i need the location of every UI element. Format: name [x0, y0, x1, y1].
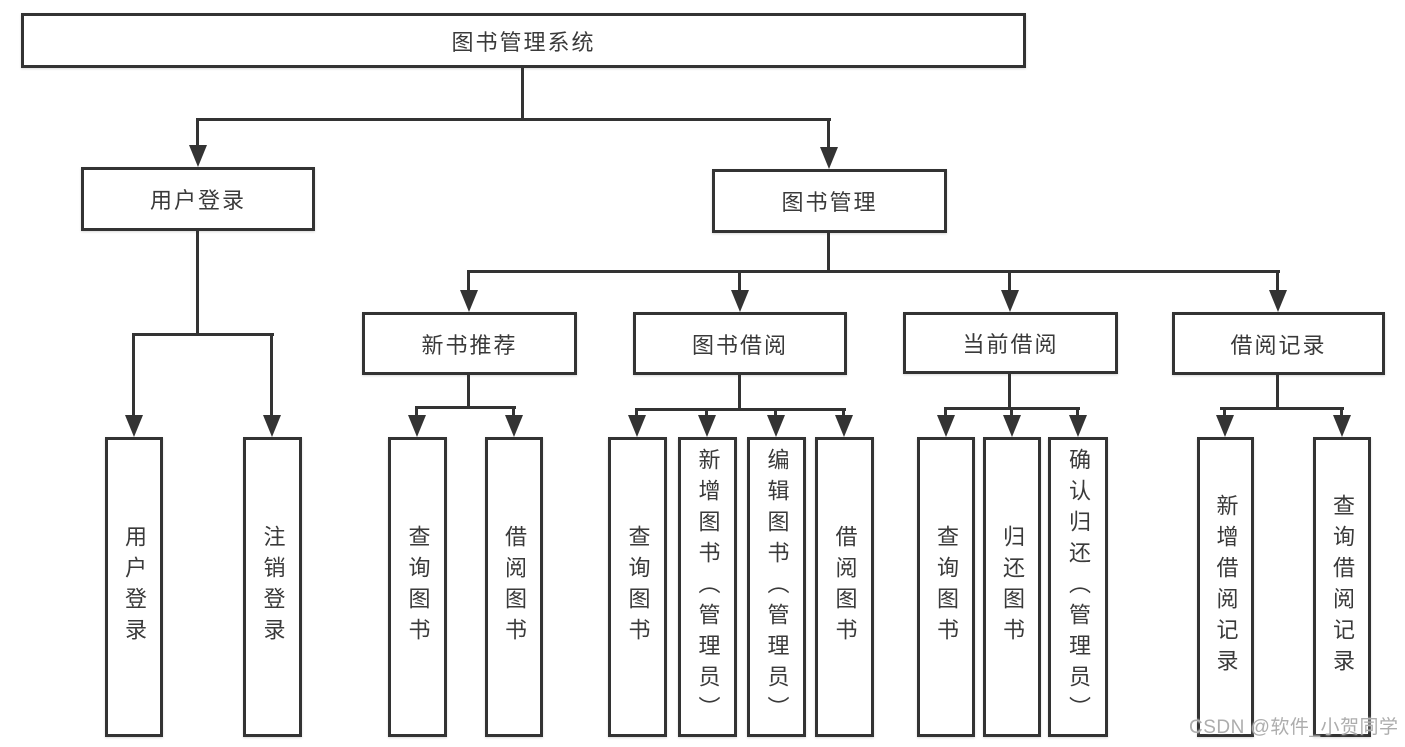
arrow-borrowing-edit — [767, 408, 785, 437]
node-book-borrowing: 图书借阅 — [633, 312, 847, 375]
arrow-current-return — [1003, 407, 1021, 437]
arrow-current-confirm-return — [1069, 407, 1087, 437]
arrow-borrowing-add — [698, 408, 716, 437]
node-current-borrowing: 当前借阅 — [903, 312, 1118, 374]
node-new-book-recommend-label: 新书推荐 — [421, 332, 518, 358]
leaf-user-login: 用户登录 — [105, 437, 163, 737]
leaf-user-login-label: 用户登录 — [122, 525, 147, 649]
arrow-records-query — [1333, 407, 1351, 437]
leaf-newbook-borrow-books-label: 借阅图书 — [502, 525, 527, 649]
node-user-login: 用户登录 — [81, 167, 315, 231]
connector-book-borrowing-rail — [635, 408, 846, 411]
leaf-current-query-books-label: 查询图书 — [934, 525, 959, 649]
node-book-management: 图书管理 — [712, 169, 947, 233]
leaf-query-borrow-record: 查询借阅记录 — [1313, 437, 1371, 737]
leaf-newbook-borrow-books: 借阅图书 — [485, 437, 543, 737]
leaf-logout-label: 注销登录 — [260, 525, 286, 649]
arrow-to-book-management — [820, 118, 838, 169]
arrow-to-borrowing-records — [1269, 270, 1287, 312]
arrow-to-leaf-logout — [263, 333, 281, 437]
node-book-borrowing-label: 图书借阅 — [691, 332, 788, 358]
leaf-borrowing-query-books: 查询图书 — [608, 437, 667, 737]
arrow-to-user-login — [189, 118, 207, 167]
node-library-management-system: 图书管理系统 — [21, 13, 1026, 68]
connector-new-book-stem — [467, 375, 470, 406]
connector-level3-rail — [467, 270, 1280, 273]
leaf-logout: 注销登录 — [243, 437, 302, 737]
leaf-current-query-books: 查询图书 — [917, 437, 975, 737]
connector-user-login-rail — [132, 333, 274, 336]
leaf-newbook-query-books-label: 查询图书 — [405, 525, 431, 649]
connector-current-borrowing-stem — [1008, 374, 1011, 407]
csdn-watermark: CSDN @软件_小贺同学 — [1189, 717, 1399, 738]
leaf-add-books-admin-label: 新增图书（管理员） — [695, 447, 721, 727]
leaf-edit-books-admin: 编辑图书（管理员） — [747, 437, 806, 737]
leaf-confirm-return-admin: 确认归还（管理员） — [1048, 437, 1108, 737]
connector-book-borrowing-stem — [738, 375, 741, 408]
connector-user-login-stem — [196, 231, 199, 333]
leaf-return-books-label: 归还图书 — [1000, 525, 1025, 649]
connector-borrowing-records-stem — [1276, 375, 1279, 407]
arrow-new-book-borrow — [505, 406, 523, 437]
leaf-add-borrow-record-label: 新增借阅记录 — [1213, 494, 1239, 680]
leaf-confirm-return-admin-label: 确认归还（管理员） — [1066, 447, 1091, 727]
leaf-borrowing-borrow-books: 借阅图书 — [815, 437, 874, 737]
node-current-borrowing-label: 当前借阅 — [962, 332, 1059, 357]
leaf-borrowing-borrow-books-label: 借阅图书 — [832, 525, 858, 649]
arrow-to-leaf-user-login — [125, 333, 143, 437]
leaf-return-books: 归还图书 — [983, 437, 1041, 737]
leaf-add-books-admin: 新增图书（管理员） — [678, 437, 737, 737]
leaf-borrowing-query-books-label: 查询图书 — [625, 525, 651, 649]
node-user-login-label: 用户登录 — [149, 188, 246, 213]
node-book-management-label: 图书管理 — [781, 190, 878, 215]
leaf-add-borrow-record: 新增借阅记录 — [1197, 437, 1254, 737]
connector-book-management-stem — [827, 233, 830, 270]
node-borrowing-records-label: 借阅记录 — [1230, 332, 1327, 358]
arrow-to-book-borrowing — [731, 270, 749, 312]
leaf-newbook-query-books: 查询图书 — [388, 437, 447, 737]
connector-level2-rail — [196, 118, 831, 121]
leaf-edit-books-admin-label: 编辑图书（管理员） — [764, 447, 790, 727]
arrow-current-query — [937, 407, 955, 437]
leaf-query-borrow-record-label: 查询借阅记录 — [1330, 494, 1355, 680]
node-root-label: 图书管理系统 — [451, 29, 596, 55]
arrow-to-new-book-recommend — [460, 270, 478, 312]
arrow-records-add — [1216, 407, 1234, 437]
arrow-borrowing-query — [628, 408, 646, 437]
arrow-to-current-borrowing — [1001, 270, 1019, 312]
node-new-book-recommend: 新书推荐 — [362, 312, 577, 375]
connector-borrowing-records-rail — [1220, 407, 1344, 410]
connector-root-stem — [521, 68, 524, 118]
node-borrowing-records: 借阅记录 — [1172, 312, 1385, 375]
arrow-new-book-query — [408, 406, 426, 437]
arrow-borrowing-borrow — [835, 408, 853, 437]
connector-new-book-rail — [415, 406, 516, 409]
